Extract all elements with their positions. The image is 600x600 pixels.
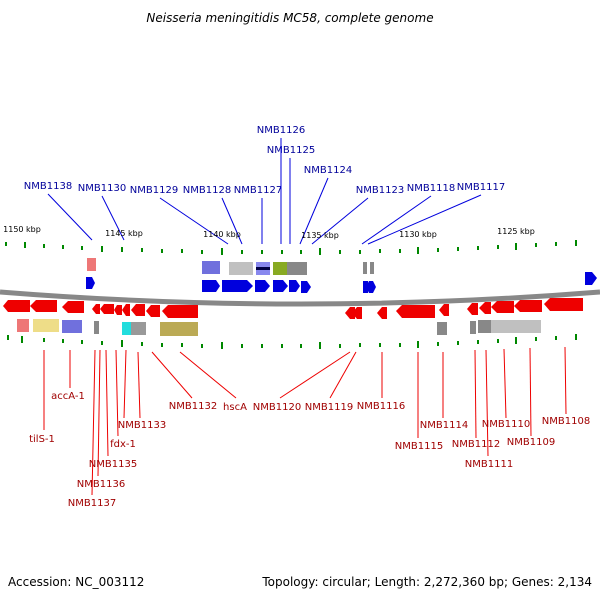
forward-leader-lines [47,138,482,245]
gene-label-nmb1135[interactable]: NMB1135 [89,459,137,470]
gene-arrow-rev[interactable] [352,307,362,319]
gene-arrow-fwd[interactable] [202,280,220,292]
gene-label-nmb1138[interactable]: NMB1138 [24,181,72,192]
forward-genes [86,272,597,293]
gene-arrow-rev[interactable] [345,307,355,319]
genome-summary-text: Topology: circular; Length: 2,272,360 bp… [261,575,592,589]
gene-arrow-rev[interactable] [491,301,514,313]
gene-label-nmb1133[interactable]: NMB1133 [118,420,166,431]
gene-arrow-rev[interactable] [62,301,84,313]
gene-arrow-fwd[interactable] [369,281,376,293]
scale-label: 1125 kbp [497,227,535,236]
gene-label-nmb1108[interactable]: NMB1108 [542,416,590,427]
gene-label-nmb1137[interactable]: NMB1137 [68,498,116,509]
gene-arrow-rev[interactable] [377,307,387,319]
gene-label-nmb1132[interactable]: NMB1132 [169,401,217,412]
gene-arrow-fwd[interactable] [255,280,270,292]
gene-arrow-rev[interactable] [100,304,114,314]
genome-backbone [0,289,600,307]
gene-label-fdx-1[interactable]: fdx-1 [110,439,136,450]
scale-label: 1135 kbp [301,231,339,240]
scale-label: 1130 kbp [399,230,437,239]
gene-arrow-rev[interactable] [514,300,542,312]
forward-gene-labels: NMB1138 NMB1130 NMB1129 NMB1128 NMB1127 … [24,125,505,196]
gene-arrow-rev[interactable] [396,305,435,318]
gene-label-nmb1118[interactable]: NMB1118 [407,183,455,194]
gene-arrow-fwd[interactable] [289,280,300,292]
gene-label-nmb1125[interactable]: NMB1125 [267,145,315,156]
gene-label-nmb1117[interactable]: NMB1117 [457,182,505,193]
gene-arrow-fwd[interactable] [301,281,311,293]
reverse-gene-labels: tilS-1 accA-1 NMB1137 NMB1136 NMB1135 fd… [29,391,590,509]
gene-arrow-rev[interactable] [479,302,491,314]
gene-label-nmb1116[interactable]: NMB1116 [357,401,405,412]
reverse-feature-boxes [17,319,541,336]
map-title: Neisseria meningitidis MC58, complete ge… [146,11,433,25]
gene-arrow-rev[interactable] [131,304,145,316]
gene-arrow-rev[interactable] [467,303,478,315]
reverse-leader-lines [43,346,567,496]
gene-arrow-rev[interactable] [114,305,122,315]
scale-label: 1145 kbp [105,229,143,238]
gene-label-nmb1136[interactable]: NMB1136 [77,479,125,490]
upper-ticks [5,240,577,255]
gene-label-nmb1128[interactable]: NMB1128 [183,185,231,196]
gene-arrow-rev[interactable] [30,300,57,312]
gene-label-nmb1114[interactable]: NMB1114 [420,420,468,431]
gene-arrow-rev[interactable] [122,304,130,316]
scale-label: 1150 kbp [3,225,41,234]
gene-label-acca-1[interactable]: accA-1 [51,391,85,402]
lower-ticks [7,334,577,349]
gene-label-nmb1123[interactable]: NMB1123 [356,185,404,196]
gene-arrow-rev[interactable] [3,300,30,312]
gene-arrow-fwd[interactable] [273,280,288,292]
gene-arrow-fwd[interactable] [222,280,253,292]
gene-arrow-rev[interactable] [92,304,100,314]
accession-text: Accession: NC_003112 [8,575,144,589]
gene-label-tils-1[interactable]: tilS-1 [29,434,55,445]
gene-arrow-fwd[interactable] [86,277,95,289]
reverse-genes [3,298,583,319]
gene-label-nmb1130[interactable]: NMB1130 [78,183,126,194]
gene-arrow-rev[interactable] [439,304,449,316]
gene-label-nmb1115[interactable]: NMB1115 [395,441,443,452]
gene-label-nmb1109[interactable]: NMB1109 [507,437,555,448]
scale-labels: 1150 kbp 1145 kbp 1140 kbp 1135 kbp 1130… [3,225,535,240]
forward-feature-boxes [87,258,374,275]
gene-label-hsca[interactable]: hscA [223,402,247,413]
gene-label-nmb1110[interactable]: NMB1110 [482,419,530,430]
gene-label-nmb1127[interactable]: NMB1127 [234,185,282,196]
gene-label-nmb1119[interactable]: NMB1119 [305,402,353,413]
scale-label: 1140 kbp [203,230,241,239]
gene-label-nmb1111[interactable]: NMB1111 [465,459,513,470]
gene-label-nmb1120[interactable]: NMB1120 [253,402,301,413]
gene-arrow-rev[interactable] [162,305,198,318]
gene-label-nmb1126[interactable]: NMB1126 [257,125,305,136]
gene-label-nmb1112[interactable]: NMB1112 [452,439,500,450]
gene-arrow-rev[interactable] [544,298,583,311]
gene-arrow-rev[interactable] [146,305,160,317]
gene-label-nmb1129[interactable]: NMB1129 [130,185,178,196]
gene-arrow-fwd[interactable] [585,272,597,285]
gene-label-nmb1124[interactable]: NMB1124 [304,165,352,176]
